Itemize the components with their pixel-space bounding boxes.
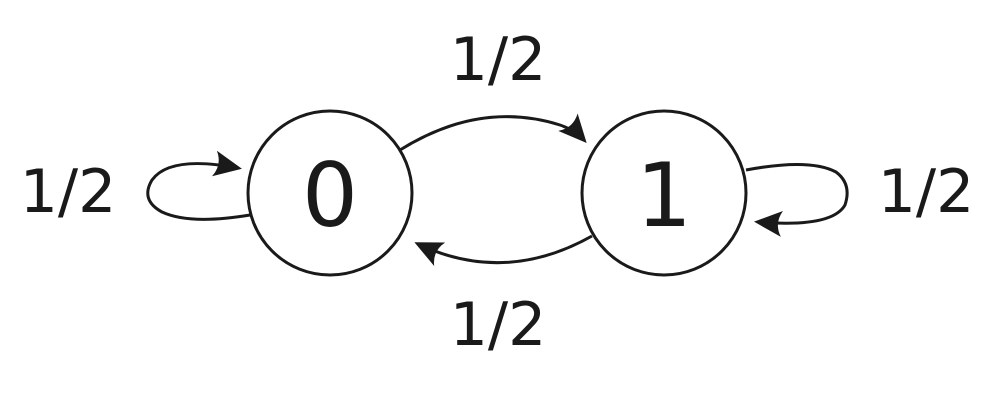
self-loop-1 (745, 163, 849, 237)
state-1-label: 1 (636, 144, 692, 247)
edge-0-to-1 (399, 113, 587, 152)
state-0-label: 0 (302, 144, 358, 247)
edge-1-to-0 (414, 234, 593, 266)
edge-0-to-1-label: 1/2 (450, 25, 547, 95)
state-1-circle (580, 109, 748, 277)
self-loop-1-label: 1/2 (878, 157, 975, 227)
self-loop-0-label: 1/2 (20, 157, 117, 227)
self-loop-0 (146, 150, 251, 221)
state-0: 0 (246, 109, 414, 277)
state-0-circle (246, 109, 414, 277)
edge-1-to-0-label: 1/2 (450, 290, 547, 360)
state-1: 1 (580, 109, 748, 277)
